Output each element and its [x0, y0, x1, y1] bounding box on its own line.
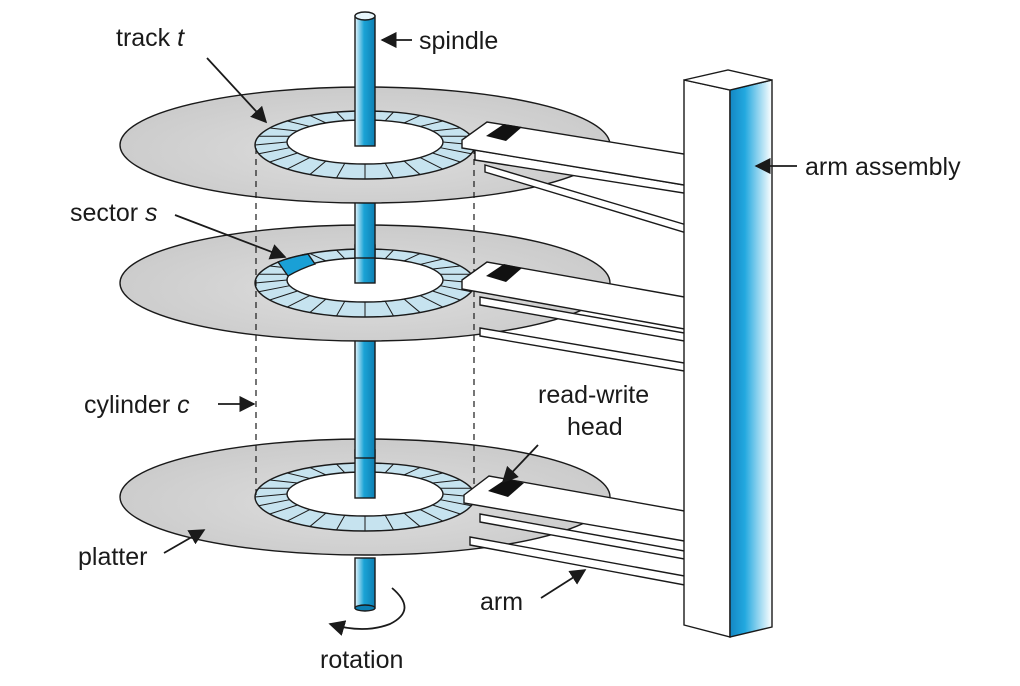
sector-tick	[403, 467, 421, 476]
arm-assembly-column	[683, 69, 773, 638]
sector-tick	[287, 120, 310, 127]
sector-tick	[254, 279, 288, 284]
rotation-arrow	[328, 587, 406, 636]
sector-tick	[287, 472, 310, 479]
sector-tick	[258, 499, 290, 507]
read-write-head-middle	[486, 264, 522, 282]
sector-tick	[309, 467, 327, 476]
sector-tick	[384, 515, 394, 531]
sector-tick	[309, 160, 327, 175]
sector-tick	[432, 504, 461, 515]
label-arm-assembly: arm assembly	[805, 153, 961, 181]
sector-ticks-bottom	[254, 463, 476, 531]
sector-tick	[336, 515, 346, 531]
sector-tick	[309, 512, 327, 527]
sector-tick	[440, 147, 472, 155]
sector-tick	[384, 163, 394, 179]
sector-tick	[403, 298, 421, 313]
label-rotation: rotation	[320, 646, 403, 674]
sector-tick	[258, 285, 290, 293]
sector-tick	[269, 127, 298, 132]
sector-tick	[336, 249, 346, 260]
sector-tick	[309, 115, 327, 124]
sector-tick	[336, 111, 346, 122]
sector-tick	[384, 249, 394, 260]
sector-tick	[403, 160, 421, 175]
cylinder-outline	[255, 148, 475, 495]
arm-top	[461, 121, 691, 235]
sector-tick	[269, 290, 298, 301]
label-track: track t	[116, 24, 185, 52]
read-write-head-bottom	[488, 479, 524, 497]
sector-tick	[336, 163, 346, 179]
sector-tick	[440, 499, 472, 507]
sector-tick	[309, 253, 327, 262]
sector-tick	[269, 152, 298, 163]
sector-tick	[432, 479, 461, 484]
sector-tick	[419, 157, 444, 170]
sector-tick	[403, 512, 421, 527]
sector-tick	[403, 115, 421, 124]
label-platter: platter	[78, 543, 147, 571]
sector-tick	[420, 258, 443, 265]
platter-middle	[119, 224, 611, 342]
sector-tick	[419, 295, 444, 308]
label-arm: arm	[480, 588, 523, 616]
sector-ticks-top	[254, 111, 476, 179]
spindle-top	[354, 11, 376, 147]
sector-ticks-middle	[254, 249, 476, 317]
sector-tick	[384, 111, 394, 122]
label-cylinder: cylinder c	[84, 391, 190, 419]
leader-arrows	[163, 31, 797, 599]
sector-tick	[309, 298, 327, 313]
sector-tick	[420, 472, 443, 479]
sector-tick	[440, 285, 472, 293]
sector-tick	[286, 157, 311, 170]
sector-tick	[419, 509, 444, 522]
label-read-write: read-write	[538, 381, 649, 409]
sector-tick	[269, 479, 298, 484]
read-write-head-top	[486, 124, 522, 141]
sector-highlight	[276, 253, 317, 277]
label-head: head	[567, 413, 623, 441]
sector-tick	[432, 152, 461, 163]
sector-tick	[258, 147, 290, 155]
sector-tick	[286, 295, 311, 308]
sector-tick	[254, 493, 288, 498]
label-spindle: spindle	[419, 27, 498, 55]
sector-tick	[384, 463, 394, 474]
sector-tick	[432, 265, 461, 270]
arm-bottom	[463, 475, 691, 587]
sector-tick	[286, 509, 311, 522]
sector-tick	[403, 253, 421, 262]
label-sector: sector s	[70, 199, 158, 227]
sector-tick	[432, 127, 461, 132]
sector-tick	[384, 301, 394, 317]
sector-tick	[432, 290, 461, 301]
sector-tick	[336, 301, 346, 317]
sector-tick	[254, 141, 288, 146]
sector-tick	[336, 463, 346, 474]
spindle-bottom	[354, 557, 376, 612]
sector-tick	[420, 120, 443, 127]
sector-tick	[269, 504, 298, 515]
